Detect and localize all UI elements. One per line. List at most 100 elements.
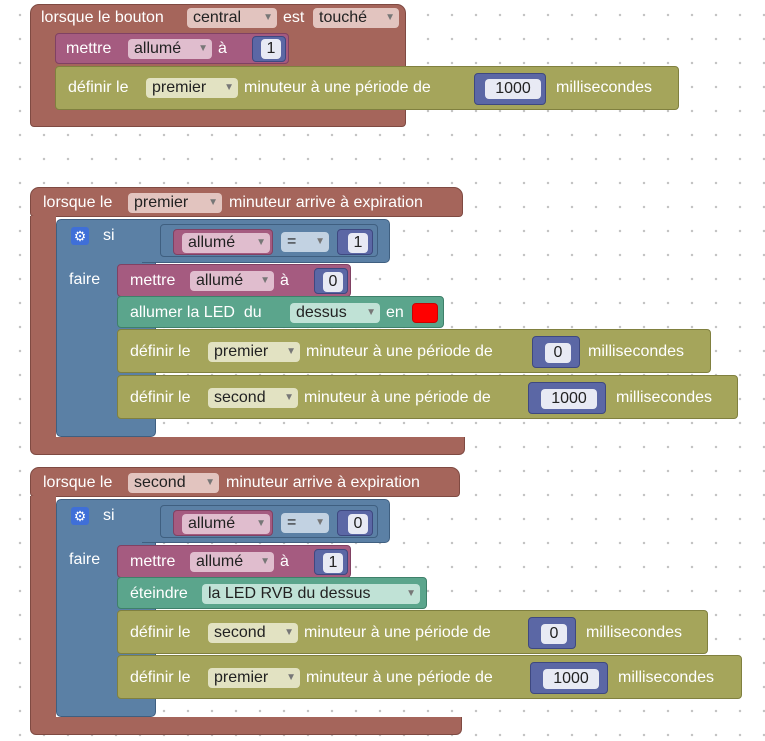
number-field[interactable]: 0 bbox=[348, 514, 368, 534]
led-on-label: allumer la LED du bbox=[130, 304, 262, 321]
led-on-block[interactable]: allumer la LED du dessus ▼ en bbox=[117, 296, 444, 328]
number-field[interactable]: 0 bbox=[541, 624, 567, 644]
event-block-spine bbox=[30, 496, 56, 718]
operator-dropdown[interactable]: =▼ bbox=[281, 513, 329, 533]
chevron-down-icon: ▼ bbox=[260, 275, 270, 286]
timer-label: définir le bbox=[68, 79, 129, 96]
set-timer-block[interactable]: définir le second▼ minuteur à une périod… bbox=[117, 375, 738, 419]
number-field[interactable]: 1000 bbox=[543, 669, 599, 689]
led-position-dropdown[interactable]: dessus ▼ bbox=[290, 303, 380, 323]
timer-dropdown[interactable]: second▼ bbox=[208, 388, 298, 408]
number-field[interactable]: 0 bbox=[545, 343, 571, 363]
event-block-bottom bbox=[30, 437, 465, 455]
set-timer-block[interactable]: définir le second▼ minuteur à une périod… bbox=[117, 610, 708, 654]
set-variable-block[interactable]: mettre allumé▼ à 0 bbox=[117, 264, 351, 297]
variable-dropdown[interactable]: allumé▼ bbox=[128, 39, 212, 59]
state-dropdown[interactable]: touché▼ bbox=[313, 8, 399, 28]
event-label: lorsque le bouton bbox=[41, 9, 164, 26]
variable-dropdown[interactable]: allumé▼ bbox=[182, 514, 270, 534]
number-block[interactable]: 1 bbox=[252, 36, 286, 62]
set-timer-block[interactable]: définir le premier ▼ minuteur à une pério… bbox=[117, 329, 711, 373]
set-label: mettre bbox=[130, 272, 176, 289]
chevron-down-icon: ▼ bbox=[406, 588, 416, 599]
number-block[interactable]: 0 bbox=[528, 617, 576, 649]
number-field[interactable]: 1 bbox=[261, 39, 281, 59]
event-block-timer2[interactable]: lorsque le second▼ minuteur arrive à exp… bbox=[30, 467, 460, 497]
button-dropdown-value: central bbox=[193, 9, 242, 26]
timer-dropdown[interactable]: premier ▼ bbox=[208, 668, 300, 688]
chevron-down-icon: ▼ bbox=[260, 556, 270, 567]
timer-dropdown[interactable]: premier ▼ bbox=[146, 78, 238, 98]
event-block-spine bbox=[30, 216, 56, 438]
number-block[interactable]: 0 bbox=[337, 510, 373, 536]
number-block[interactable]: 1000 bbox=[528, 382, 606, 414]
chevron-down-icon: ▼ bbox=[366, 307, 376, 318]
set-label: mettre bbox=[66, 40, 112, 57]
gear-icon[interactable]: ⚙ bbox=[71, 507, 89, 525]
led-target-dropdown[interactable]: la LED RVB du dessus ▼ bbox=[202, 584, 420, 604]
number-block[interactable]: 1000 bbox=[530, 662, 608, 694]
led-target-dropdown-value: la LED RVB du dessus bbox=[208, 585, 371, 602]
unit-label: millisecondes bbox=[616, 389, 713, 406]
color-swatch[interactable] bbox=[412, 303, 438, 323]
number-block[interactable]: 0 bbox=[314, 268, 348, 294]
variable-dropdown[interactable]: allumé▼ bbox=[190, 552, 274, 572]
event-label: lorsque le bbox=[43, 194, 113, 211]
number-field[interactable]: 1 bbox=[323, 553, 343, 573]
set-timer-block[interactable]: définir le premier ▼ minuteur à une pério… bbox=[55, 66, 679, 110]
button-dropdown[interactable]: central▼ bbox=[187, 8, 277, 28]
do-label: faire bbox=[69, 271, 101, 288]
to-label: à bbox=[280, 553, 289, 570]
chevron-down-icon: ▼ bbox=[286, 672, 296, 683]
compare-block[interactable]: allumé▼ =▼ 1 bbox=[160, 224, 378, 257]
variable-block[interactable]: allumé▼ bbox=[173, 229, 273, 255]
to-label: à bbox=[218, 40, 227, 57]
number-block[interactable]: 1000 bbox=[474, 73, 546, 105]
variable-dropdown[interactable]: allumé▼ bbox=[182, 233, 270, 253]
number-field[interactable]: 1000 bbox=[485, 79, 541, 99]
timer-label: définir le bbox=[130, 343, 191, 360]
set-variable-block[interactable]: mettre allumé▼ à 1 bbox=[117, 545, 351, 578]
number-block[interactable]: 1 bbox=[337, 229, 373, 255]
chevron-down-icon: ▼ bbox=[208, 197, 218, 208]
timer-mid-label: minuteur à une période de bbox=[304, 389, 491, 406]
gear-icon[interactable]: ⚙ bbox=[71, 227, 89, 245]
number-field[interactable]: 1000 bbox=[541, 389, 597, 409]
unit-label: millisecondes bbox=[588, 343, 685, 360]
operator-dropdown[interactable]: =▼ bbox=[281, 232, 329, 252]
event-label: lorsque le bbox=[43, 474, 113, 491]
timer-dropdown-value: premier bbox=[214, 669, 269, 686]
timer-dropdown[interactable]: second▼ bbox=[128, 473, 219, 493]
number-field[interactable]: 0 bbox=[323, 272, 343, 292]
variable-dropdown[interactable]: allumé▼ bbox=[190, 271, 274, 291]
led-position-dropdown-value: dessus bbox=[296, 304, 347, 321]
set-timer-block[interactable]: définir le premier▼ minuteur à une pério… bbox=[117, 655, 742, 699]
timer-dropdown[interactable]: second▼ bbox=[208, 623, 298, 643]
chevron-down-icon: ▼ bbox=[286, 346, 296, 357]
number-field[interactable]: 1 bbox=[348, 233, 368, 253]
timer-dropdown[interactable]: premier▼ bbox=[128, 193, 222, 213]
color-label: en bbox=[386, 304, 404, 321]
timer-label: définir le bbox=[130, 624, 191, 641]
variable-block[interactable]: allumé▼ bbox=[173, 510, 273, 536]
timer-mid-label: minuteur à une période de bbox=[244, 79, 431, 96]
variable-dropdown-value: allumé bbox=[134, 40, 182, 57]
unit-label: millisecondes bbox=[586, 624, 683, 641]
operator-dropdown-value: = bbox=[287, 233, 297, 250]
chevron-down-icon: ▼ bbox=[224, 82, 234, 93]
number-block[interactable]: 0 bbox=[532, 336, 580, 368]
timer-mid-label: minuteur à une période de bbox=[306, 343, 493, 360]
event-mid-label: est bbox=[283, 9, 305, 26]
state-dropdown-value: touché bbox=[319, 9, 368, 26]
number-block[interactable]: 1 bbox=[314, 549, 348, 575]
timer-dropdown-value: premier bbox=[152, 79, 207, 96]
unit-label: millisecondes bbox=[618, 669, 715, 686]
set-label: mettre bbox=[130, 553, 176, 570]
timer-dropdown[interactable]: premier ▼ bbox=[208, 342, 300, 362]
compare-block[interactable]: allumé▼ =▼ 0 bbox=[160, 505, 378, 538]
set-variable-block[interactable]: mettre allumé▼ à 1 bbox=[55, 33, 289, 64]
event-block-timer1[interactable]: lorsque le premier▼ minuteur arrive à ex… bbox=[30, 187, 463, 217]
led-off-block[interactable]: éteindre la LED RVB du dessus▼ bbox=[117, 577, 427, 609]
timer-mid-label: minuteur à une période de bbox=[304, 624, 491, 641]
timer-dropdown-value: premier bbox=[214, 343, 269, 360]
